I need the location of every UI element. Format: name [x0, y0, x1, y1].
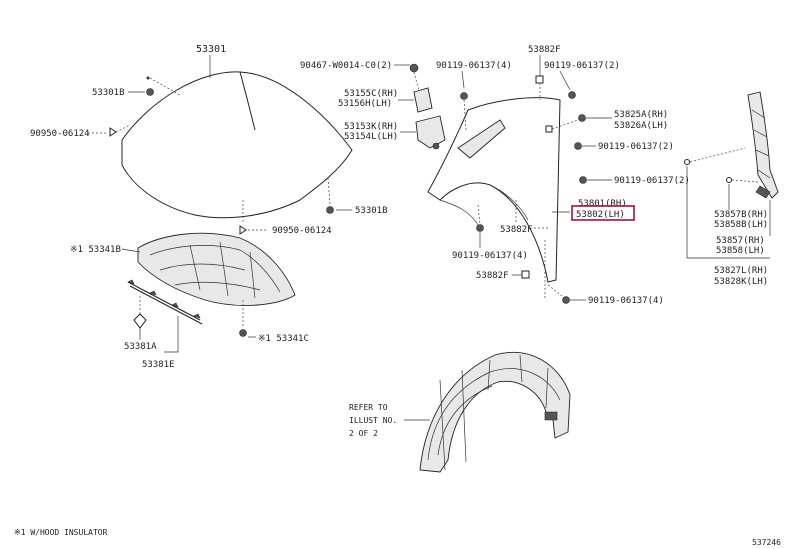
page-code: 537246: [752, 538, 781, 547]
label-53341C: ※1 53341C: [258, 334, 309, 344]
label-90950-bottom: 90950-06124: [272, 226, 332, 236]
bolt-icon[interactable]: [562, 296, 570, 304]
bolt-icon[interactable]: [476, 224, 484, 232]
label-90119-left: 90119-06137(4): [452, 251, 528, 261]
bracket-line: [686, 166, 770, 259]
label-53825A: 53825A(RH): [614, 110, 668, 120]
hood-panel[interactable]: [121, 71, 353, 219]
bolt-icon[interactable]: [432, 142, 440, 150]
bolt-icon[interactable]: [568, 91, 576, 99]
label-90119-bottom: 90119-06137(4): [588, 296, 664, 306]
label-53156H: 53156H(LH): [338, 99, 392, 109]
label-53153K: 53153K(RH): [344, 122, 398, 132]
dash-line: [327, 177, 331, 206]
label-refer-3: 2 OF 2: [349, 429, 378, 438]
footnote: ※1 W/HOOD INSULATOR: [14, 528, 108, 537]
dash-line: [115, 124, 131, 133]
dash-line: [149, 77, 181, 96]
bolt-icon[interactable]: [579, 176, 587, 184]
hood-seal[interactable]: [127, 279, 203, 325]
leader-90119-right-top: [559, 70, 571, 91]
dash-line: [477, 204, 481, 225]
hood-hinge-icon[interactable]: [413, 87, 433, 113]
clip-icon[interactable]: [545, 125, 553, 133]
clip-icon[interactable]: [109, 127, 117, 137]
clip-icon[interactable]: [239, 225, 247, 235]
label-53341B: ※1 53341B: [70, 245, 121, 255]
fender-bracket[interactable]: [457, 119, 506, 159]
bolt-icon[interactable]: [146, 88, 154, 96]
label-53857: 53857(RH): [716, 236, 765, 246]
bolt-icon[interactable]: [326, 206, 334, 214]
bolt-icon[interactable]: [574, 142, 582, 150]
label-53381A: 53381A: [124, 342, 157, 352]
hole-marker: [146, 76, 150, 80]
label-90467: 90467-W0014-C0(2): [300, 61, 392, 71]
clip-icon[interactable]: [521, 270, 530, 279]
dash-line: [463, 99, 467, 131]
dash-line: [731, 179, 759, 183]
clip-icon[interactable]: [684, 159, 690, 165]
label-53801: 53801(RH): [578, 199, 627, 209]
seal-clip-icon[interactable]: [133, 313, 147, 329]
front-fender[interactable]: [427, 97, 561, 283]
label-53301: 53301: [196, 44, 226, 55]
label-90950-top: 90950-06124: [30, 129, 90, 139]
dash-line: [547, 284, 563, 297]
label-53858: 53858(LH): [716, 246, 765, 256]
hood-insulator[interactable]: [137, 232, 296, 306]
leader-53341B: [121, 248, 141, 253]
clip-icon[interactable]: [535, 75, 544, 84]
fender-liner[interactable]: [419, 351, 571, 473]
leader-90119-top: [461, 70, 465, 89]
bolt-icon[interactable]: [460, 92, 468, 100]
fender-protector[interactable]: [747, 91, 779, 199]
dash-line: [551, 119, 579, 130]
label-53301B-bottom: 53301B: [355, 206, 388, 216]
label-53882F-mid: 53882F: [500, 225, 533, 235]
label-90119-right-top: 90119-06137(2): [544, 61, 620, 71]
highlight-box: [571, 205, 635, 221]
bolt-icon[interactable]: [409, 63, 419, 73]
label-53828K: 53828K(LH): [714, 277, 768, 287]
label-53155C: 53155C(RH): [344, 89, 398, 99]
label-90119-lower: 90119-06137(2): [614, 176, 690, 186]
label-53882F-top: 53882F: [528, 45, 561, 55]
leader-53381E: [164, 316, 179, 353]
label-53301B-top: 53301B: [92, 88, 125, 98]
bolt-icon[interactable]: [578, 114, 586, 122]
label-90119-mid: 90119-06137(2): [598, 142, 674, 152]
label-53154L: 53154L(LH): [344, 132, 398, 142]
dash-line: [689, 147, 746, 163]
clip-icon[interactable]: [239, 329, 247, 337]
label-refer-2: ILLUST NO.: [349, 416, 397, 425]
hood-hinge-icon[interactable]: [415, 115, 446, 149]
label-53882F-low: 53882F: [476, 271, 509, 281]
label-53857B: 53857B(RH): [714, 210, 768, 220]
label-53802[interactable]: 53802(LH): [576, 210, 625, 220]
label-53858B: 53858B(LH): [714, 220, 768, 230]
label-53826A: 53826A(LH): [614, 121, 668, 131]
label-53827L: 53827L(RH): [714, 266, 768, 276]
label-53381E: 53381E: [142, 360, 175, 370]
label-refer-1: REFER TO: [349, 403, 388, 412]
clip-icon[interactable]: [726, 177, 732, 183]
label-90119-top: 90119-06137(4): [436, 61, 512, 71]
